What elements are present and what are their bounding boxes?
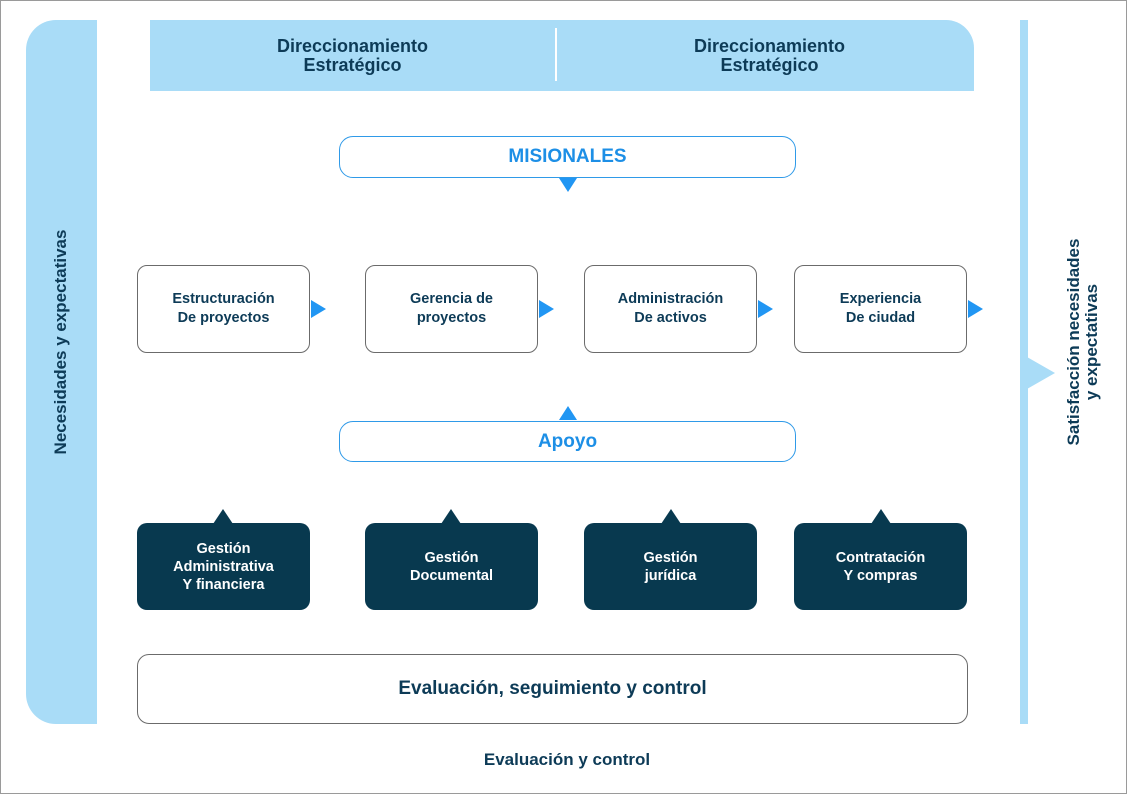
- support-arrow-up-icon: [213, 509, 233, 524]
- satisfaction-label: Satisfacción necesidades y expectativas: [1064, 238, 1101, 446]
- support-arrow-up-icon: [661, 509, 681, 524]
- satisfaction-label-line2: y expectativas: [1082, 283, 1101, 401]
- footer-label: Evaluación y control: [483, 750, 651, 769]
- flow-arrow-right-icon: [968, 300, 983, 318]
- misionales-arrow-down-icon: [559, 178, 577, 192]
- needs-label: Necesidades y expectativas: [51, 229, 70, 455]
- needs-band: [26, 20, 97, 724]
- process-estructuracion: Estructuración De proyectos: [137, 265, 310, 353]
- flow-arrow-right-icon: [311, 300, 326, 318]
- evaluation-box: Evaluación, seguimiento y control: [137, 654, 968, 724]
- support-gestion-administrativa: Gestión Administrativa Y financiera: [137, 523, 310, 610]
- satisfaction-label-line1: Satisfacción necesidades: [1064, 238, 1083, 446]
- strategic-header-left-label: Direccionamiento Estratégico: [276, 35, 429, 75]
- support-contratacion: Contratación Y compras: [794, 523, 967, 610]
- support-arrow-up-icon: [441, 509, 461, 524]
- support-arrow-up-icon: [871, 509, 891, 524]
- process-gerencia: Gerencia de proyectos: [365, 265, 538, 353]
- process-experiencia: Experiencia De ciudad: [794, 265, 967, 353]
- flow-arrow-right-icon: [758, 300, 773, 318]
- misionales-pill: MISIONALES: [339, 136, 796, 178]
- process-administracion: Administración De activos: [584, 265, 757, 353]
- misionales-label: MISIONALES: [508, 146, 627, 167]
- support-gestion-juridica: Gestión jurídica: [584, 523, 757, 610]
- apoyo-pill: Apoyo: [339, 421, 796, 462]
- strategic-header-left: Direccionamiento Estratégico: [150, 20, 555, 91]
- support-gestion-documental: Gestión Documental: [365, 523, 538, 610]
- strategic-header-right: Direccionamiento Estratégico: [567, 20, 972, 91]
- strategic-header-right-label: Direccionamiento Estratégico: [693, 35, 846, 75]
- evaluation-label: Evaluación, seguimiento y control: [398, 678, 707, 699]
- satisfaction-band: [1020, 20, 1028, 724]
- flow-arrow-right-icon: [539, 300, 554, 318]
- strategic-header-divider: [555, 28, 557, 81]
- strategic-header: Direccionamiento Estratégico Direccionam…: [150, 20, 974, 91]
- apoyo-arrow-up-icon: [559, 406, 577, 420]
- apoyo-label: Apoyo: [537, 430, 598, 452]
- satisfaction-arrow-icon: [1027, 357, 1055, 389]
